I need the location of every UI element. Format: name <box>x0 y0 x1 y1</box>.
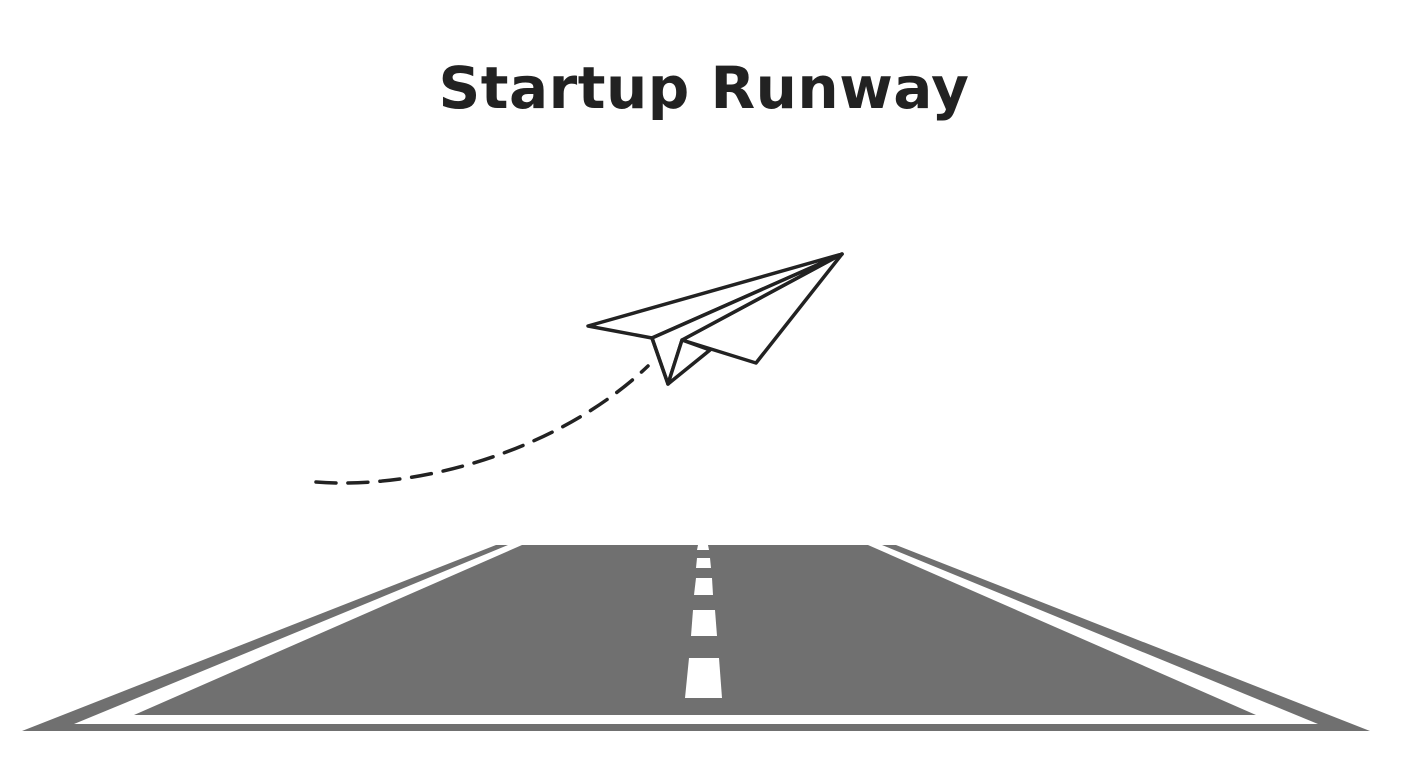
page-title: Startup Runway <box>438 54 970 122</box>
paper-plane-icon <box>586 252 844 386</box>
runway-center-line <box>685 545 722 698</box>
flight-path <box>314 364 650 485</box>
runway <box>22 545 1370 731</box>
